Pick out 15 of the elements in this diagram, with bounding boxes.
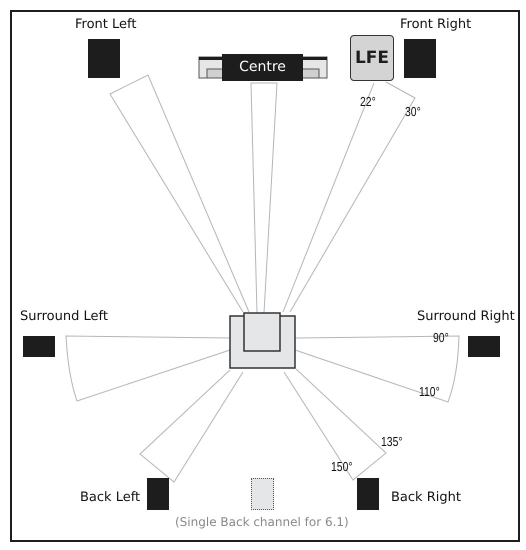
speaker-label: Front Left — [75, 17, 136, 32]
angle-label: 22° — [360, 94, 376, 109]
speaker-label: Surround Left — [20, 309, 108, 324]
angle-label: 90° — [433, 330, 449, 345]
speaker-label: Surround Right — [417, 309, 515, 324]
speaker-label: Back Right — [391, 490, 461, 505]
angle-label: 150° — [331, 459, 353, 474]
angle-label: 110° — [419, 384, 440, 399]
centre-speaker: Centre — [222, 54, 303, 81]
subwoofer: LFE — [350, 35, 394, 81]
angle-label: 30° — [405, 104, 421, 119]
angle-label: 135° — [381, 434, 403, 449]
speaker-label: Back Left — [80, 490, 140, 505]
speaker-label: Front Right — [400, 17, 472, 32]
note-text: (Single Back channel for 6.1) — [175, 515, 349, 529]
